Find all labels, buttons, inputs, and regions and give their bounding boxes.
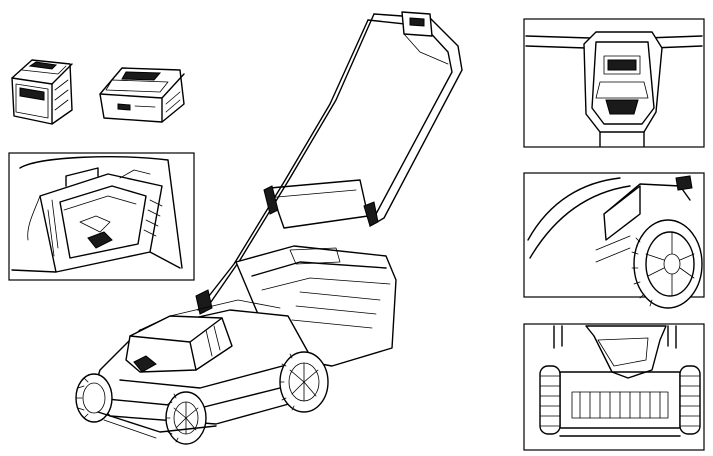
rear-view-left-wheel bbox=[539, 365, 561, 435]
front-wheel-right bbox=[165, 391, 207, 445]
rear-view-detail bbox=[523, 323, 705, 451]
charger-illustration bbox=[99, 67, 185, 123]
battery-compartment-detail bbox=[8, 152, 195, 281]
logo-badge-shape bbox=[133, 355, 157, 373]
front-wheel bbox=[75, 373, 113, 423]
handle-switch-detail bbox=[523, 18, 705, 148]
battery-illustration bbox=[11, 59, 73, 125]
lawn-mower-illustration bbox=[75, 11, 463, 445]
rear-wheel bbox=[279, 351, 329, 413]
rear-wheel-detail bbox=[523, 172, 705, 309]
wheel-closeup bbox=[631, 219, 703, 309]
rear-view-right-wheel bbox=[679, 365, 701, 435]
